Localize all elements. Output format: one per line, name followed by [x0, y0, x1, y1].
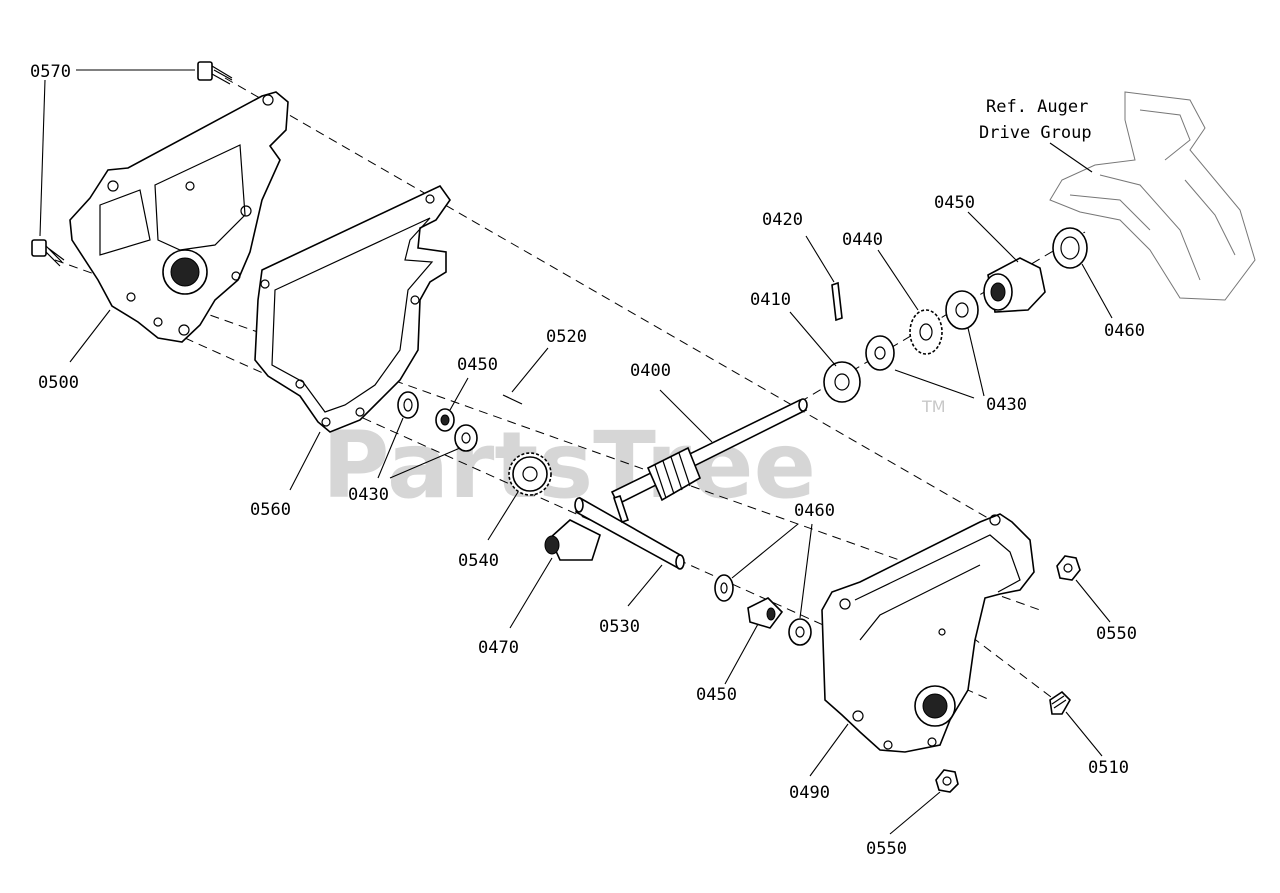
- callout-0420: 0420: [762, 210, 803, 230]
- washer-0460-lower-b: [788, 618, 812, 646]
- callout-0490: 0490: [789, 783, 830, 803]
- callout-0430-right: 0430: [986, 395, 1027, 415]
- callout-0450-lower: 0450: [696, 685, 737, 705]
- callout-0570: 0570: [30, 62, 71, 82]
- setscrew-0510: [1049, 690, 1071, 715]
- callout-0560: 0560: [250, 500, 291, 520]
- washer-0430-left-2: [454, 424, 478, 452]
- callout-0540: 0540: [458, 551, 499, 571]
- watermark-trademark: TM: [921, 397, 946, 416]
- callout-0440: 0440: [842, 230, 883, 250]
- washer-0430-left: [397, 391, 419, 419]
- callout-0450-right: 0450: [934, 193, 975, 213]
- left-gear-case: [69, 91, 289, 343]
- gasket: [254, 184, 451, 433]
- gear-0540: [508, 452, 552, 496]
- pin-0420: [831, 281, 843, 322]
- reference-line-2: Drive Group: [979, 123, 1092, 143]
- key-0520: [502, 394, 523, 405]
- callout-0510: 0510: [1088, 758, 1129, 778]
- callout-0550-bottom: 0550: [866, 839, 907, 859]
- callout-0520: 0520: [546, 327, 587, 347]
- callout-0530: 0530: [599, 617, 640, 637]
- callout-0460-right: 0460: [1104, 321, 1145, 341]
- bolt-0570-left: [31, 239, 65, 267]
- bearing-0450-lower: [747, 597, 784, 629]
- washer-0460-lower-a: [714, 574, 734, 602]
- auger-drive-group-reference: [1049, 91, 1256, 301]
- bearing-0450-left: [435, 408, 455, 432]
- callout-0430-left: 0430: [348, 485, 389, 505]
- washer-0430-right: [865, 335, 895, 371]
- shaft-0530: [574, 496, 685, 570]
- bolt-0570-top: [197, 61, 233, 85]
- callout-0410: 0410: [750, 290, 791, 310]
- thrust-bearing-0440: [909, 309, 943, 355]
- callout-labels: 0570 0500 0560 0450 0520 0430 0540 0470 …: [30, 62, 1145, 859]
- worm-shaft-0400: [610, 398, 808, 524]
- reference-line-1: Ref. Auger: [986, 97, 1088, 117]
- nut-0550-bottom: [935, 769, 959, 793]
- nut-0550-right: [1056, 555, 1081, 581]
- spacer-0410: [823, 361, 861, 403]
- callout-0450-left: 0450: [457, 355, 498, 375]
- leader-lines: [39, 69, 1113, 835]
- bearing-0450-right: [983, 257, 1046, 313]
- callout-0500: 0500: [38, 373, 79, 393]
- right-gear-case: [821, 513, 1035, 753]
- callout-0550-right: 0550: [1096, 624, 1137, 644]
- washer-0430-right-2: [945, 290, 979, 330]
- bearing-0470: [544, 519, 601, 561]
- callout-0400: 0400: [630, 361, 671, 381]
- washer-0460-right: [1052, 227, 1088, 269]
- callout-0470: 0470: [478, 638, 519, 658]
- callout-0460-lower: 0460: [794, 501, 835, 521]
